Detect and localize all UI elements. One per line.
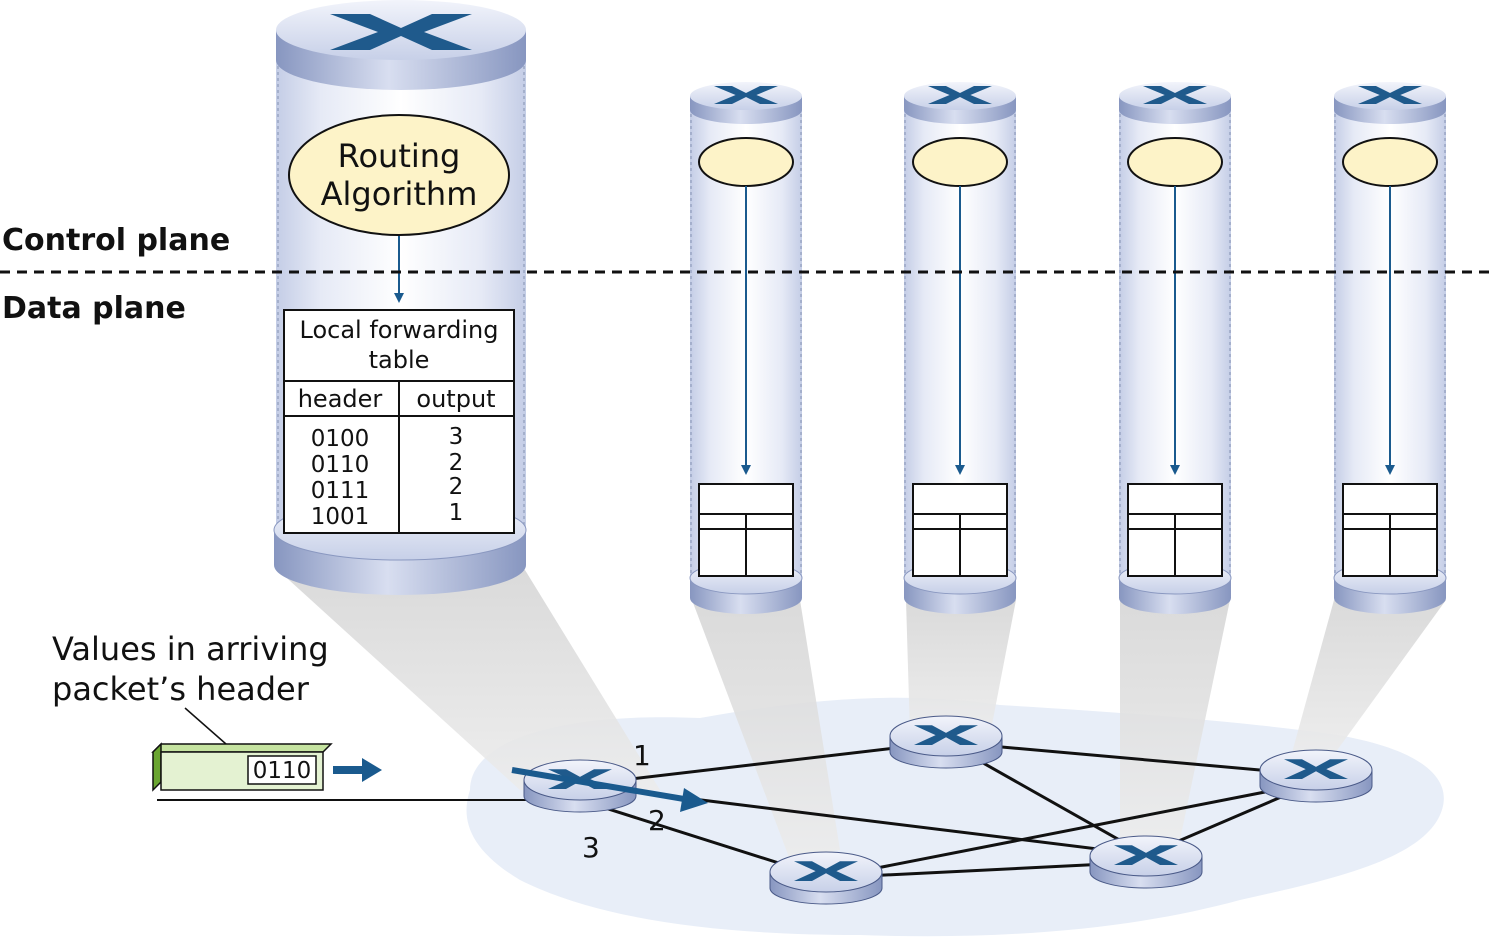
router-x-icon: [330, 14, 472, 50]
router: [769, 851, 883, 905]
packet-header-value: 0110: [253, 758, 312, 784]
beam-main: [278, 570, 660, 790]
routing-algorithm-label-2: Algorithm: [321, 175, 478, 213]
router-x-icon: [1114, 845, 1178, 865]
table-cell-output: 2: [449, 450, 464, 476]
packet-label-1: Values in arriving: [52, 630, 329, 668]
routing-algorithm-ellipse: [698, 137, 794, 187]
beam-4: [1120, 600, 1230, 840]
routing-algorithm-ellipse: [288, 114, 510, 236]
routing-algorithm-ellipse: [1127, 137, 1223, 187]
table-cell-header: 1001: [311, 504, 370, 530]
router-x-icon: [928, 86, 992, 104]
router: [1259, 749, 1373, 803]
table-cell-output: 1: [449, 500, 464, 526]
data-plane-label: Data plane: [2, 291, 186, 326]
forwarding-path-arrowhead: [680, 788, 708, 812]
router-x-icon: [714, 86, 778, 104]
table-cell-header: 0111: [311, 478, 370, 504]
router: [1089, 835, 1203, 889]
projection-beams: [278, 570, 1446, 860]
packet-label-2: packet’s header: [52, 670, 310, 708]
forwarding-table: [283, 309, 515, 534]
router-x-icon: [1284, 759, 1348, 779]
packet-label-leader: [184, 707, 227, 745]
beam-5: [1290, 600, 1446, 760]
arriving-packet: [151, 742, 333, 792]
port-label-3: 3: [582, 831, 600, 864]
routing-algorithm-ellipse: [1342, 137, 1438, 187]
router-x-icon: [794, 861, 858, 881]
routing-algorithm-ellipse: [912, 137, 1008, 187]
router-x-icon: [914, 725, 978, 745]
port-label-1: 1: [633, 739, 651, 772]
beam-2: [692, 600, 840, 860]
table-cell-output: 3: [449, 424, 464, 450]
router-x-icon: [1358, 86, 1422, 104]
beam-3: [906, 600, 1016, 735]
router-cylinder: [1118, 82, 1232, 614]
forwarding-path-arrow: [511, 767, 691, 803]
small-router-cylinders: [689, 82, 1447, 614]
packet-direction-arrow: [333, 758, 382, 782]
port-label-2: 2: [648, 804, 666, 837]
router-cylinder: [689, 82, 803, 614]
routing-algorithm-label-1: Routing: [338, 137, 461, 175]
forwarding-table-title-1: Local forwarding: [300, 316, 499, 344]
router: [889, 715, 1003, 769]
column-header-output: output: [416, 385, 495, 413]
table-cell-header: 0110: [311, 452, 370, 478]
forwarding-table-title-2: table: [369, 346, 430, 374]
router-x-icon: [1143, 86, 1207, 104]
router-cylinder: [903, 82, 1017, 614]
control-plane-label: Control plane: [2, 223, 230, 258]
column-header-header: header: [298, 385, 383, 413]
router-cylinder: [1333, 82, 1447, 614]
table-cell-output: 2: [449, 474, 464, 500]
table-cell-header: 0100: [311, 426, 370, 452]
